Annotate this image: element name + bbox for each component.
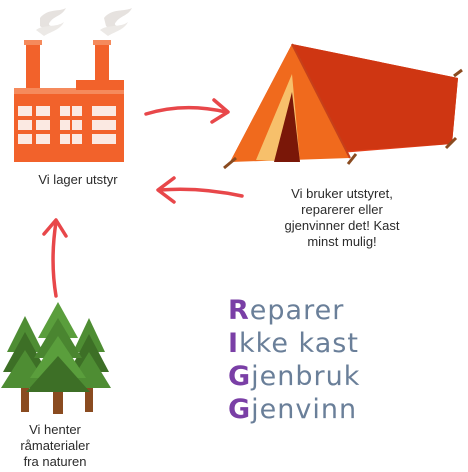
forest-caption-line: Vi henter [29, 422, 81, 437]
motto-line-reparer: Reparer [228, 294, 408, 327]
tent-icon [223, 43, 463, 170]
arrow-factory-to-tent [144, 98, 230, 124]
motto-word-rest: jenvinn [251, 394, 358, 425]
arrow-tent-to-factory [156, 176, 244, 204]
motto-word-rest: kke kast [239, 328, 359, 359]
motto-line-gjenbruk: Gjenbruk [228, 360, 408, 393]
forest-caption-line: råmaterialer [20, 438, 90, 453]
factory-caption-line: Vi lager utstyr [38, 172, 118, 187]
motto-initial: I [228, 328, 240, 359]
motto-initial: G [228, 361, 252, 392]
tent-caption-line: gjenvinner det! Kast [284, 218, 400, 233]
motto-initial: R [228, 295, 250, 326]
motto-initial: G [228, 394, 252, 425]
motto-line-gjenvinn: Gjenvinn [228, 393, 408, 426]
motto-acrostic: Reparer Ikke kast Gjenbruk Gjenvinn [228, 294, 408, 426]
forest-icon [1, 302, 111, 414]
tent-caption: Vi bruker utstyret, reparerer eller gjen… [262, 186, 422, 250]
motto-line-ikke-kast: Ikke kast [228, 327, 408, 360]
factory-caption: Vi lager utstyr [18, 172, 138, 188]
arrow-forest-to-factory [42, 218, 68, 298]
smoke-icon [36, 8, 132, 36]
motto-word-rest: jenbruk [251, 361, 361, 392]
forest-caption: Vi henter råmaterialer fra naturen [10, 422, 100, 470]
forest-caption-line: fra naturen [23, 454, 87, 469]
motto-word-rest: eparer [249, 295, 345, 326]
tent-caption-line: minst mulig! [307, 234, 377, 249]
factory-icon [14, 40, 124, 162]
tent-caption-line: Vi bruker utstyret, [291, 186, 393, 201]
tent-caption-line: reparerer eller [301, 202, 383, 217]
